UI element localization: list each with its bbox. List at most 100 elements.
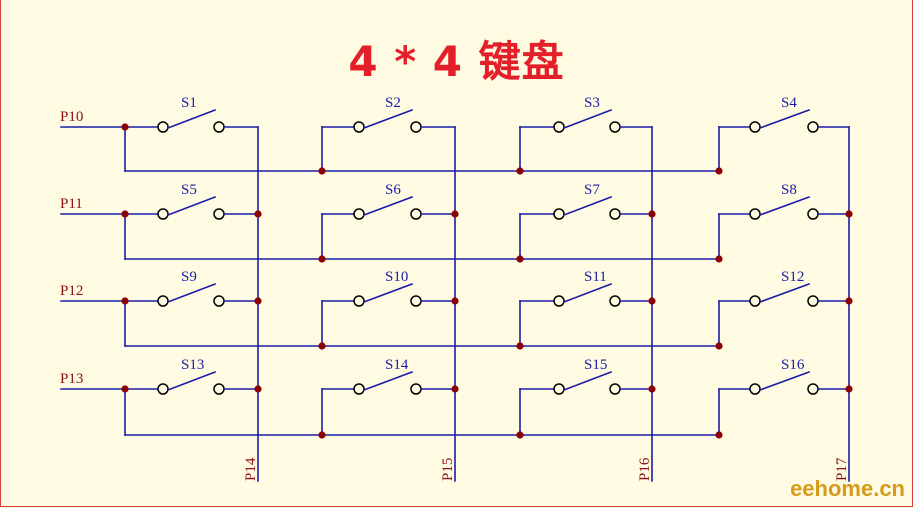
junction-dot	[648, 210, 656, 218]
junction-dot	[254, 297, 262, 305]
switch-terminal	[807, 295, 819, 307]
switch-label: S12	[781, 269, 804, 285]
switch-terminal	[213, 383, 225, 395]
switch-terminal	[609, 295, 621, 307]
switch-lever	[758, 195, 811, 217]
junction-dot	[121, 297, 129, 305]
switch-lever	[166, 370, 217, 392]
junction-dot	[318, 342, 326, 350]
junction-dot	[451, 210, 459, 218]
switch-terminal	[353, 208, 365, 220]
switch-label: S11	[584, 269, 607, 285]
switch-terminal	[807, 121, 819, 133]
column-port-label: P14	[243, 457, 259, 481]
junction-dot	[845, 210, 853, 218]
switch-terminal	[157, 383, 169, 395]
row-port-label: P13	[60, 371, 83, 387]
junction-dot	[715, 342, 723, 350]
junction-dot	[715, 167, 723, 175]
switch-terminal	[410, 295, 422, 307]
junction-dot	[845, 385, 853, 393]
switch-terminal	[609, 383, 621, 395]
junction-dot	[254, 210, 262, 218]
diagram-title: 4 * 4 键盘	[348, 37, 565, 86]
switch-label: S8	[781, 182, 797, 198]
switch-lever	[362, 195, 414, 217]
switch-terminal	[353, 383, 365, 395]
junction-dot	[451, 385, 459, 393]
junction-dot	[516, 342, 524, 350]
switch-label: S7	[584, 182, 600, 198]
watermark: eehome.cn	[790, 476, 905, 501]
junction-dot	[451, 297, 459, 305]
switch-label: S16	[781, 357, 805, 373]
switch-terminal	[807, 383, 819, 395]
switch-terminal	[749, 295, 761, 307]
junction-dot	[318, 167, 326, 175]
switch-terminal	[213, 295, 225, 307]
switch-terminal	[553, 383, 565, 395]
column-port-label: P17	[834, 457, 850, 481]
junction-dot	[516, 431, 524, 439]
switch-lever	[758, 108, 811, 130]
switch-label: S1	[181, 95, 197, 111]
switch-lever	[362, 108, 414, 130]
switch-lever	[362, 282, 414, 304]
switch-terminal	[213, 208, 225, 220]
junction-dot	[516, 255, 524, 263]
switch-label: S14	[385, 357, 409, 373]
switch-label: S10	[385, 269, 408, 285]
junction-dot	[845, 297, 853, 305]
switch-terminal	[157, 121, 169, 133]
junction-dot	[121, 123, 129, 131]
switch-terminal	[749, 208, 761, 220]
switch-lever	[758, 282, 811, 304]
switch-lever	[758, 370, 811, 392]
row-port-label: P10	[60, 109, 83, 125]
junction-dot	[648, 297, 656, 305]
switch-label: S4	[781, 95, 797, 111]
switch-terminal	[609, 121, 621, 133]
switch-label: S15	[584, 357, 607, 373]
column-port-label: P15	[440, 458, 456, 481]
switch-lever	[166, 108, 217, 130]
switch-terminal	[609, 208, 621, 220]
switch-terminal	[749, 121, 761, 133]
switch-terminal	[553, 121, 565, 133]
switch-label: S9	[181, 269, 197, 285]
switch-terminal	[410, 121, 422, 133]
switch-label: S13	[181, 357, 204, 373]
switch-terminal	[157, 295, 169, 307]
switch-terminal	[213, 121, 225, 133]
switch-lever	[166, 282, 217, 304]
switch-terminal	[353, 121, 365, 133]
row-port-label: P12	[60, 283, 83, 299]
switch-label: S6	[385, 182, 401, 198]
switch-label: S2	[385, 95, 401, 111]
switch-terminal	[157, 208, 169, 220]
switch-lever	[362, 370, 414, 392]
junction-dot	[516, 167, 524, 175]
junction-dot	[254, 385, 262, 393]
switch-terminal	[553, 208, 565, 220]
switch-terminal	[353, 295, 365, 307]
switch-terminal	[410, 383, 422, 395]
switch-label: S3	[584, 95, 600, 111]
switch-terminal	[807, 208, 819, 220]
junction-dot	[318, 255, 326, 263]
junction-dot	[318, 431, 326, 439]
junction-dot	[715, 255, 723, 263]
switch-lever	[562, 195, 613, 217]
junction-dot	[715, 431, 723, 439]
switch-lever	[166, 195, 217, 217]
junction-dot	[121, 210, 129, 218]
junction-dot	[121, 385, 129, 393]
junction-dot	[648, 385, 656, 393]
switch-terminal	[410, 208, 422, 220]
switch-lever	[562, 282, 613, 304]
switch-terminal	[749, 383, 761, 395]
row-port-label: P11	[60, 196, 83, 212]
column-port-label: P16	[637, 457, 653, 481]
